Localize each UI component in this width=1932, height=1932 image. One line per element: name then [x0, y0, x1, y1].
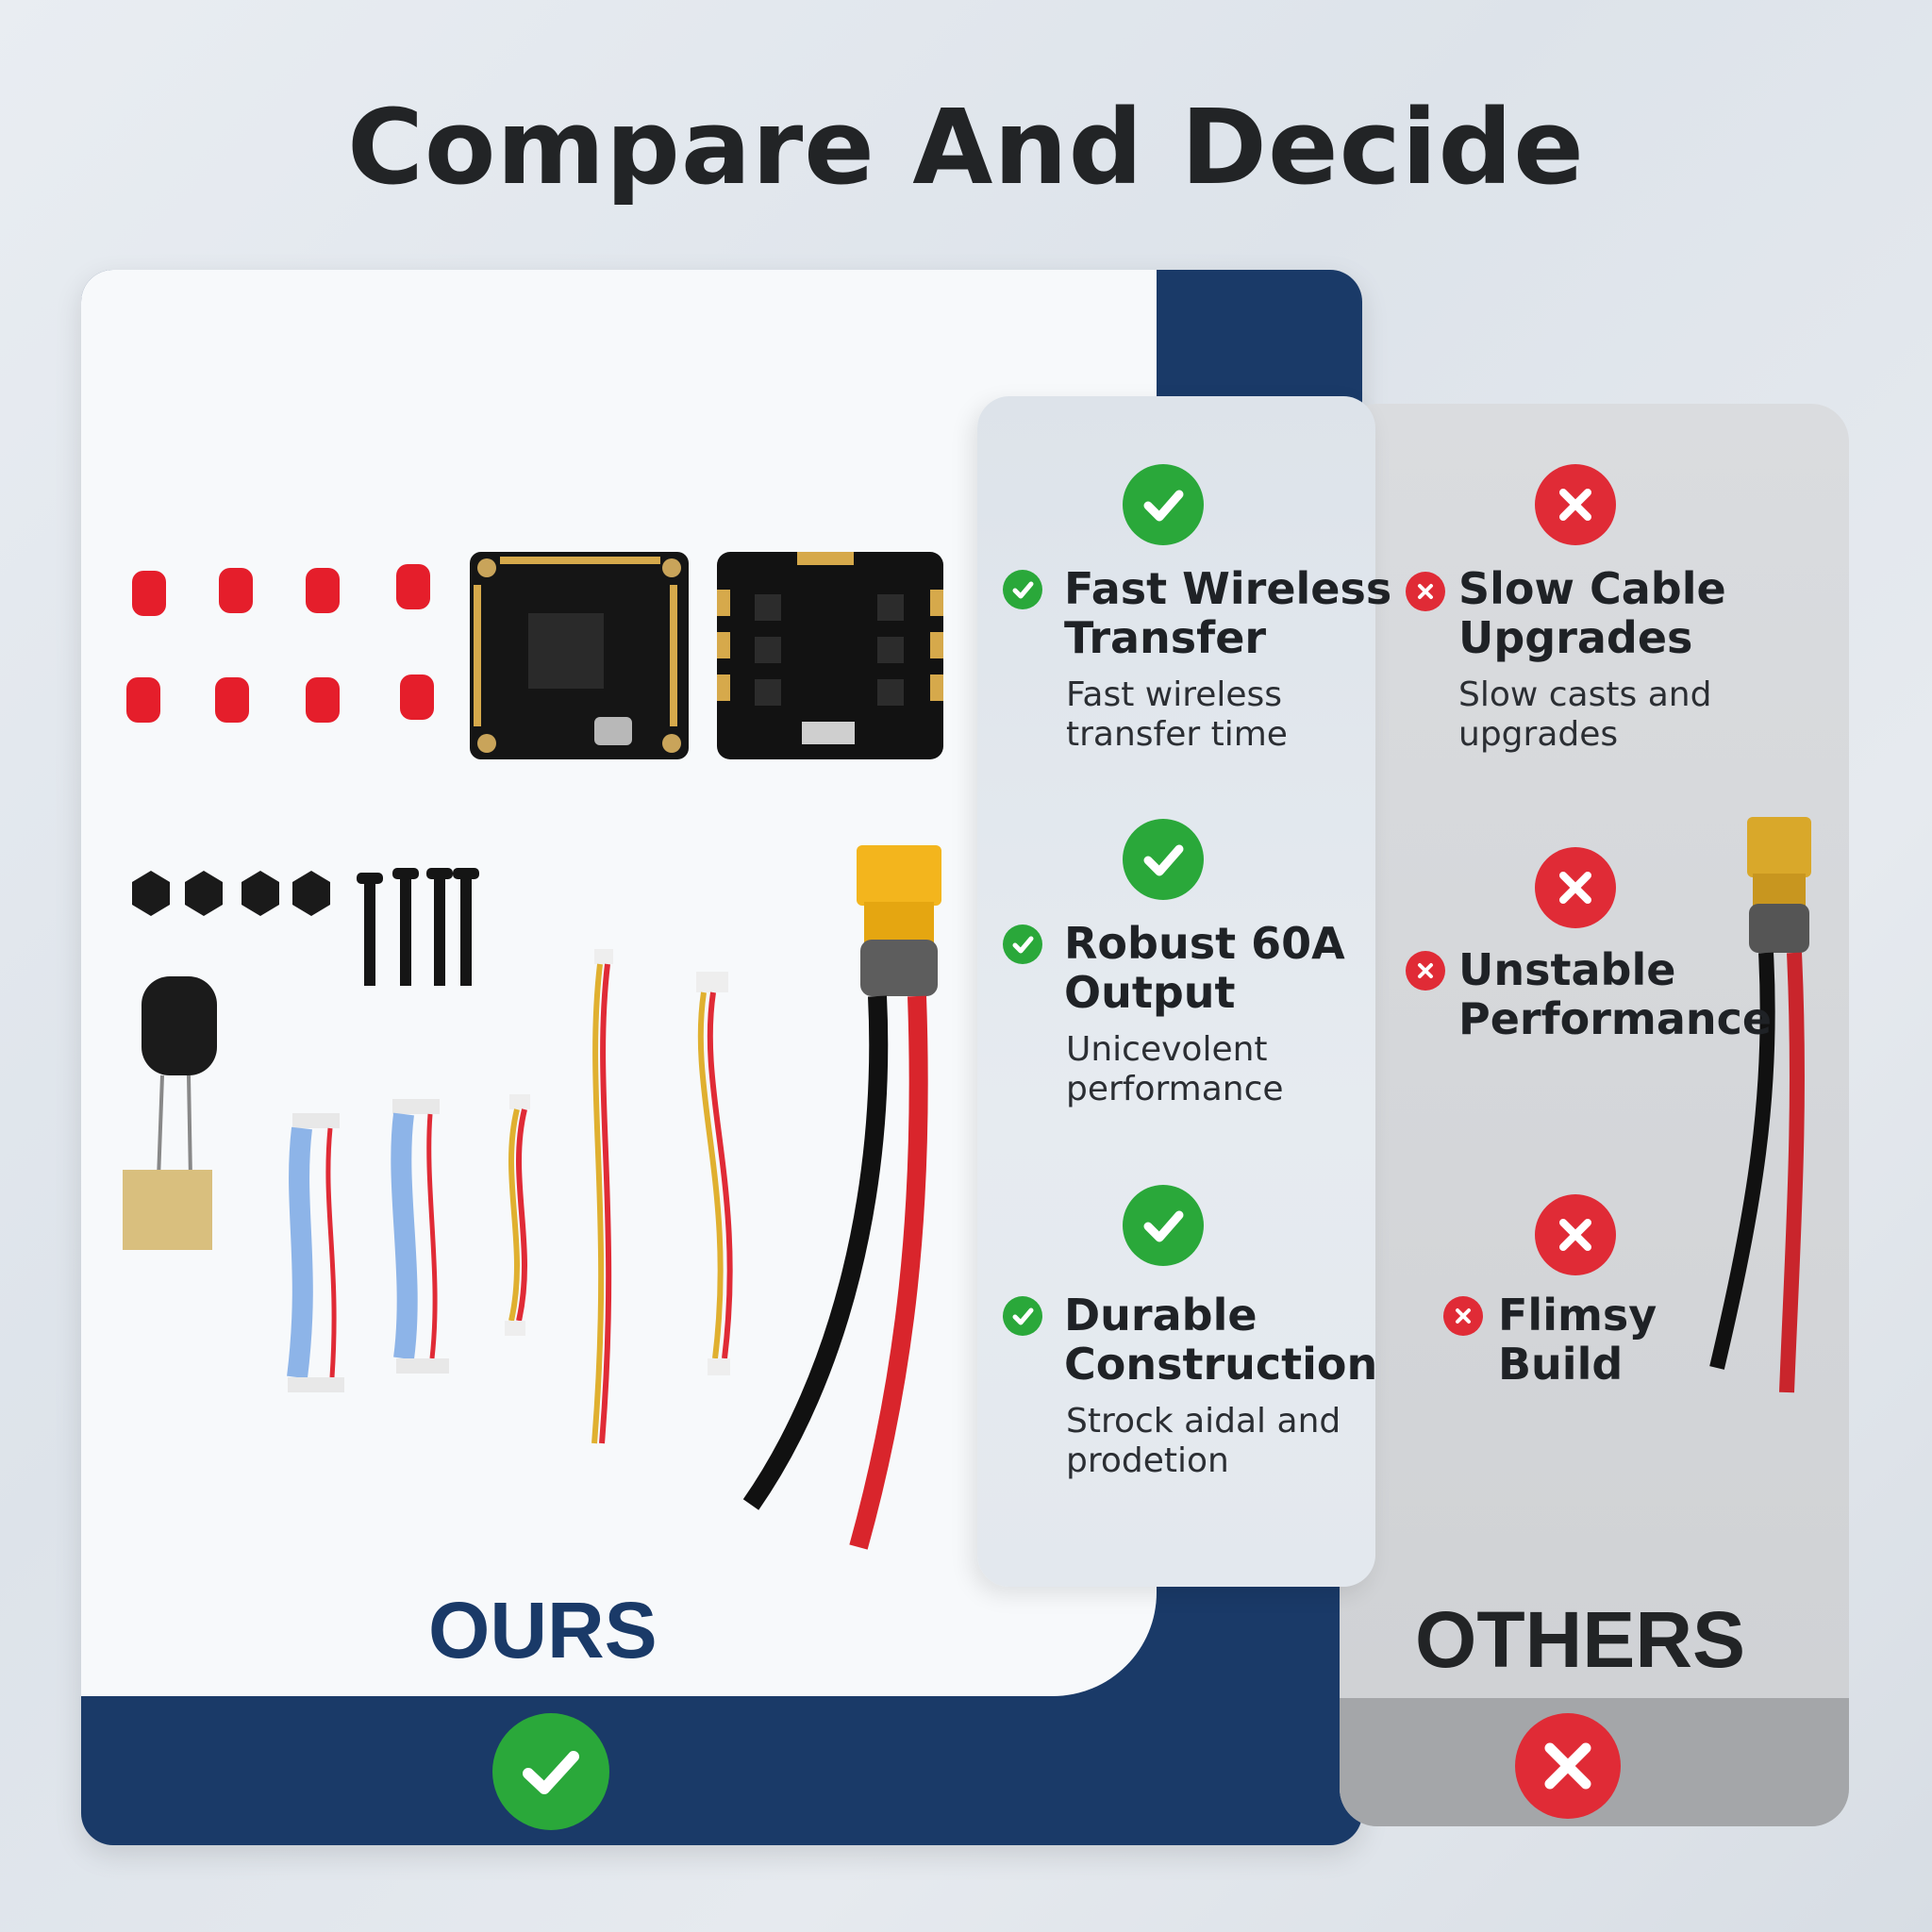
ours-feature-3-subtitle: Strock aidal and prodetion — [1066, 1402, 1341, 1480]
ours-product-illustration — [123, 552, 943, 1550]
others-feature-3-x-icon — [1535, 1194, 1616, 1275]
page-title: Compare And Decide — [347, 87, 1585, 208]
ours-feature-card — [977, 396, 1375, 1587]
ours-feature-1-subtitle: Fast wireless transfer time — [1066, 675, 1288, 754]
feature-1-check-icon — [1123, 464, 1204, 545]
ours-feature-2-subtitle: Unicevolent performance — [1066, 1030, 1284, 1108]
others-feature-1-x-icon — [1535, 464, 1616, 545]
small-cable-3 — [696, 972, 733, 1375]
feature-3-small-check-icon — [1003, 1296, 1042, 1336]
others-label: OTHERS — [1415, 1595, 1746, 1684]
small-cable-2 — [591, 949, 613, 1444]
others-product-illustration — [1709, 817, 1811, 1393]
flight-controller-board — [470, 552, 689, 759]
small-cable-1 — [505, 1094, 530, 1336]
feature-1-small-check-icon — [1003, 570, 1042, 609]
others-verdict-x-icon — [1515, 1713, 1621, 1819]
ours-feature-2-title: Robust 60A Output — [1064, 918, 1345, 1018]
red-standoffs — [126, 564, 434, 723]
blue-cable-2 — [391, 1099, 449, 1374]
nuts — [132, 871, 330, 916]
esc-board — [717, 552, 943, 759]
others-feature-1-small-x-icon — [1406, 572, 1445, 611]
xt60-connector — [742, 845, 941, 1550]
capacitor — [123, 976, 217, 1250]
ours-feature-3-title: Durable Construction — [1064, 1290, 1378, 1390]
blue-cable-1 — [287, 1113, 344, 1392]
ours-feature-1-title: Fast Wireless Transfer — [1064, 563, 1392, 663]
feature-2-check-icon — [1123, 819, 1204, 900]
others-feature-2-x-icon — [1535, 847, 1616, 928]
others-feature-3-title: Flimsy Build — [1498, 1290, 1657, 1390]
others-feature-1-subtitle: Slow casts and upgrades — [1458, 675, 1712, 754]
ours-verdict-check-icon — [492, 1713, 609, 1830]
others-feature-1-title: Slow Cable Upgrades — [1458, 563, 1726, 663]
others-feature-2-small-x-icon — [1406, 951, 1445, 991]
feature-2-small-check-icon — [1003, 924, 1042, 964]
screws — [357, 868, 479, 986]
feature-3-check-icon — [1123, 1185, 1204, 1266]
others-feature-2-title: Unstable Performance — [1458, 944, 1773, 1044]
ours-label: OURS — [428, 1586, 658, 1674]
others-feature-3-small-x-icon — [1443, 1296, 1483, 1336]
